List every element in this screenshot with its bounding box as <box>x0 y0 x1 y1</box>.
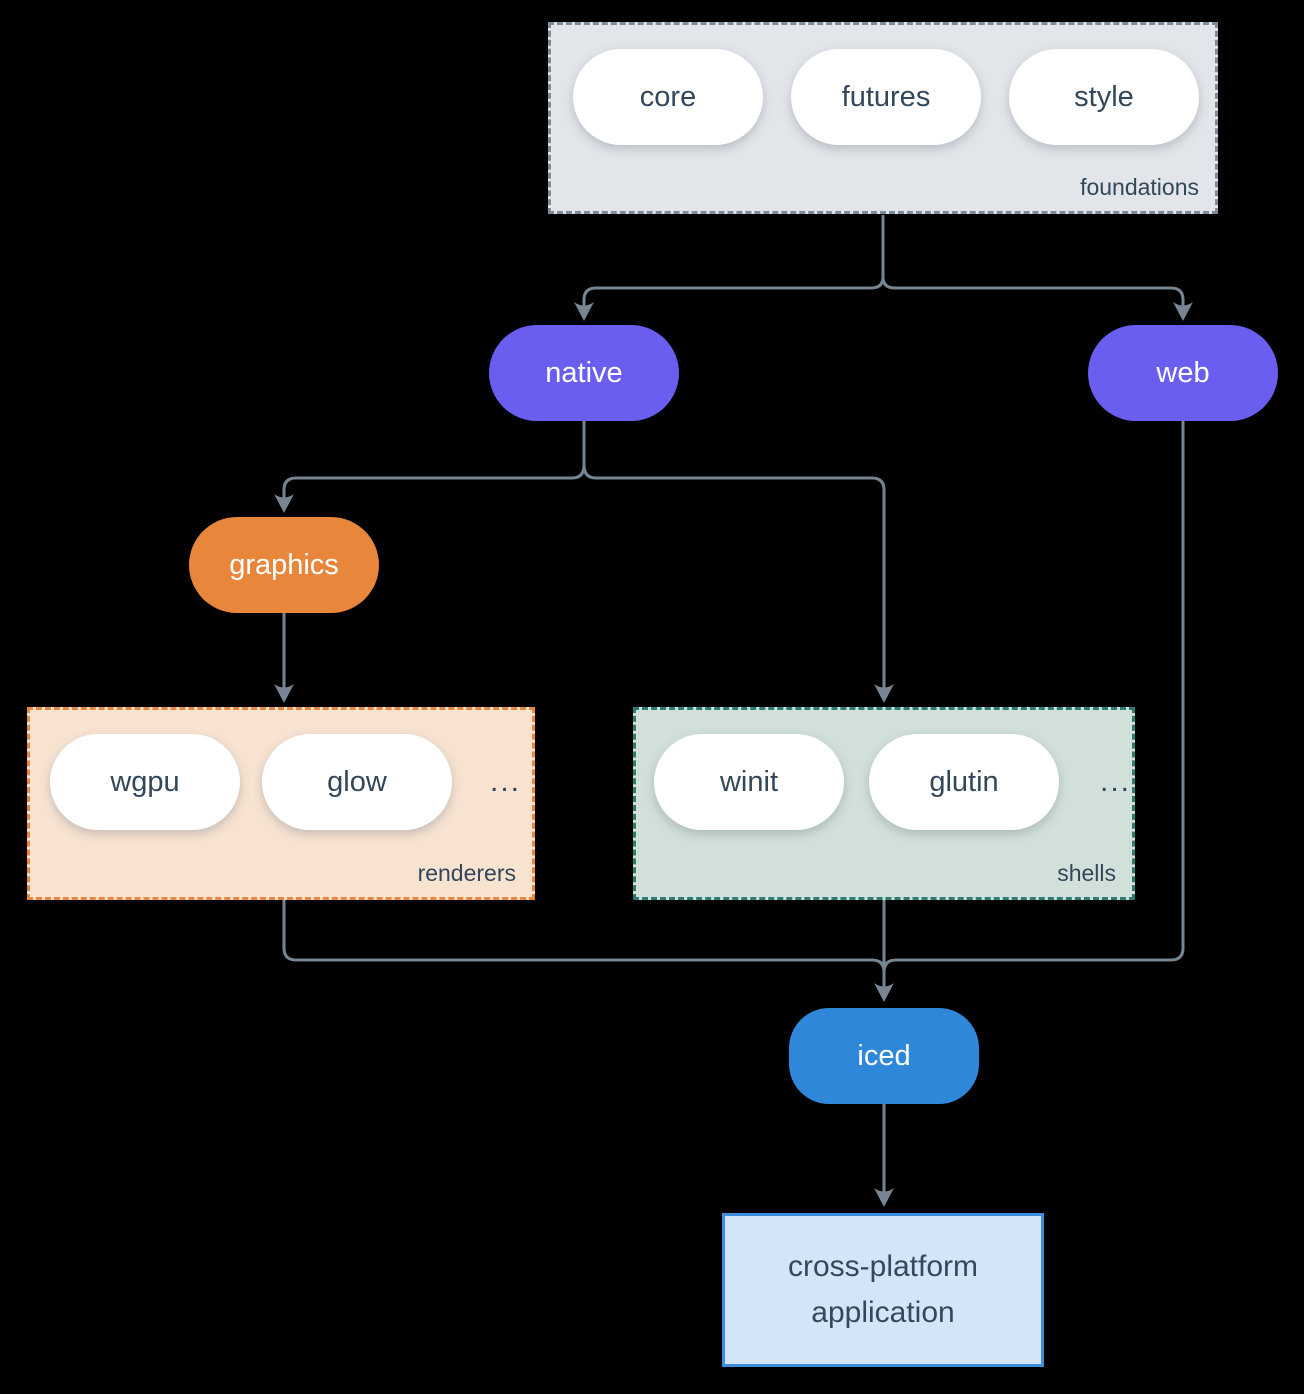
node-glow-label: glow <box>327 765 387 798</box>
group-foundations: core futures style foundations <box>548 22 1218 214</box>
node-web-label: web <box>1156 356 1210 389</box>
arrowhead-web <box>1173 302 1193 321</box>
edge-foundations-native <box>582 276 885 307</box>
node-winit: winit <box>654 734 844 830</box>
node-winit-label: winit <box>719 765 778 798</box>
edge-foundations-web <box>881 276 1185 307</box>
renderers-pill-row: wgpu glow ... <box>30 710 532 830</box>
node-cross-platform-application: cross-platform application <box>722 1213 1044 1367</box>
renderers-ellipsis: ... <box>490 765 522 798</box>
node-native: native <box>489 325 679 421</box>
node-glow: glow <box>262 734 452 830</box>
edge-renderers-merge <box>282 900 886 973</box>
node-native-label: native <box>545 356 623 389</box>
group-label-renderers: renderers <box>417 860 516 886</box>
node-style: style <box>1009 49 1199 145</box>
node-iced-label: iced <box>857 1039 911 1072</box>
node-web: web <box>1088 325 1278 421</box>
arrowhead-renderers <box>274 684 294 703</box>
arrowhead-application <box>874 1188 894 1207</box>
group-shells: winit glutin ... shells <box>633 707 1135 900</box>
shells-pill-row: winit glutin ... <box>636 710 1132 830</box>
node-cross-platform-application-label: cross-platform application <box>787 1249 979 1330</box>
arrowhead-graphics <box>274 494 294 513</box>
arrowhead-iced <box>874 983 894 1002</box>
node-style-label: style <box>1074 80 1134 113</box>
edge-native-graphics <box>282 464 586 499</box>
node-glutin: glutin <box>869 734 1059 830</box>
arrowhead-native <box>574 302 594 321</box>
node-graphics: graphics <box>189 517 379 613</box>
node-wgpu: wgpu <box>50 734 240 830</box>
group-label-foundations: foundations <box>1080 174 1199 200</box>
node-core-label: core <box>639 80 697 113</box>
edge-native-shells <box>582 464 886 689</box>
node-core: core <box>573 49 763 145</box>
arrowhead-shells <box>874 684 894 703</box>
node-futures-label: futures <box>841 80 931 113</box>
node-graphics-label: graphics <box>229 548 339 581</box>
node-futures: futures <box>791 49 981 145</box>
arrowheads <box>274 302 1193 1207</box>
foundations-pill-row: core futures style <box>551 25 1215 145</box>
group-renderers: wgpu glow ... renderers <box>27 707 535 900</box>
node-wgpu-label: wgpu <box>110 765 180 798</box>
node-glutin-label: glutin <box>929 765 999 798</box>
node-iced: iced <box>789 1008 979 1104</box>
shells-ellipsis: ... <box>1100 765 1132 798</box>
group-label-shells: shells <box>1057 860 1116 886</box>
